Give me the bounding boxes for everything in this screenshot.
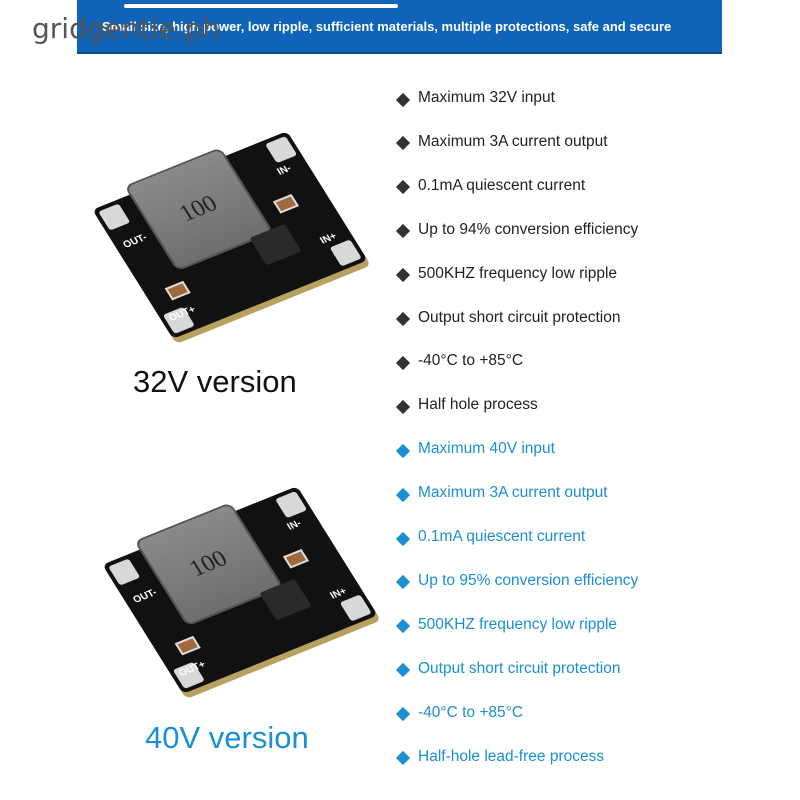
feature-text: 500KHZ frequency low ripple [418, 264, 618, 282]
feature-text: Maximum 40V input [418, 440, 555, 458]
diamond-bullet-icon [395, 180, 411, 195]
diamond-bullet-icon [395, 136, 411, 151]
feature-item: 500KHZ frequency low ripple [395, 615, 618, 634]
feature-item: Maximum 40V input [395, 440, 555, 458]
diamond-bullet-icon [395, 707, 411, 722]
diamond-bullet-icon [395, 92, 411, 107]
diamond-bullet-icon [395, 487, 411, 502]
feature-item: Half-hole lead-free process [395, 747, 605, 766]
diamond-bullet-icon [395, 750, 411, 766]
diamond-bullet-icon [395, 399, 411, 414]
feature-item: 0.1mA quiescent current [395, 176, 586, 195]
feature-item: 0.1mA quiescent current [395, 528, 586, 546]
feature-text: -40°C to +85°C [418, 352, 524, 370]
feature-item: Output short circuit protection [395, 308, 621, 327]
diamond-bullet-icon [395, 619, 411, 634]
feature-text: 500KHZ frequency low ripple [418, 615, 618, 633]
header-banner: Small size, high power, low ripple, suff… [77, 0, 722, 54]
feature-text: 0.1mA quiescent current [418, 176, 586, 194]
feature-item: Up to 94% conversion efficiency [395, 220, 639, 239]
feature-text: Up to 95% conversion efficiency [418, 571, 639, 589]
version-title-32v: 32V version [133, 364, 297, 399]
feature-text: 0.1mA quiescent current [418, 528, 586, 545]
feature-item: -40°C to +85°C [395, 352, 524, 370]
board-32v-image: 100 OUT- OUT+ IN- IN+ [92, 131, 368, 339]
feature-text: Output short circuit protection [418, 659, 621, 677]
feature-text: Maximum 3A current output [418, 484, 608, 502]
diamond-bullet-icon [395, 224, 411, 239]
banner-tagline: Small size, high power, low ripple, suff… [102, 19, 672, 34]
feature-text: Maximum 32V input [418, 89, 555, 106]
feature-text: Maximum 3A current output [418, 132, 608, 150]
watermark: gridgentie.ph [32, 12, 220, 45]
feature-item: Maximum 3A current output [395, 484, 608, 502]
diamond-bullet-icon [395, 531, 411, 546]
diamond-bullet-icon [395, 268, 411, 283]
feature-text: Half-hole lead-free process [418, 747, 605, 765]
feature-item: Output short circuit protection [395, 659, 621, 678]
feature-item: Half hole process [395, 396, 538, 414]
diamond-bullet-icon [395, 443, 411, 458]
board-40v-image: 100 OUT- OUT+ IN- IN+ [102, 486, 378, 694]
feature-text: Up to 94% conversion efficiency [418, 220, 639, 238]
version-title-40v: 40V version [145, 720, 309, 755]
feature-text: -40°C to +85°C [418, 703, 524, 721]
feature-item: 500KHZ frequency low ripple [395, 264, 618, 283]
feature-item: -40°C to +85°C [395, 703, 524, 722]
banner-divider [124, 4, 398, 8]
diamond-bullet-icon [395, 663, 411, 678]
feature-text: Output short circuit protection [418, 308, 621, 326]
feature-item: Up to 95% conversion efficiency [395, 571, 639, 590]
diamond-bullet-icon [395, 311, 411, 327]
diamond-bullet-icon [395, 575, 411, 590]
diamond-bullet-icon [395, 355, 411, 370]
feature-item: Maximum 32V input [395, 89, 555, 107]
feature-text: Half hole process [418, 396, 538, 414]
feature-item: Maximum 3A current output [395, 132, 608, 151]
